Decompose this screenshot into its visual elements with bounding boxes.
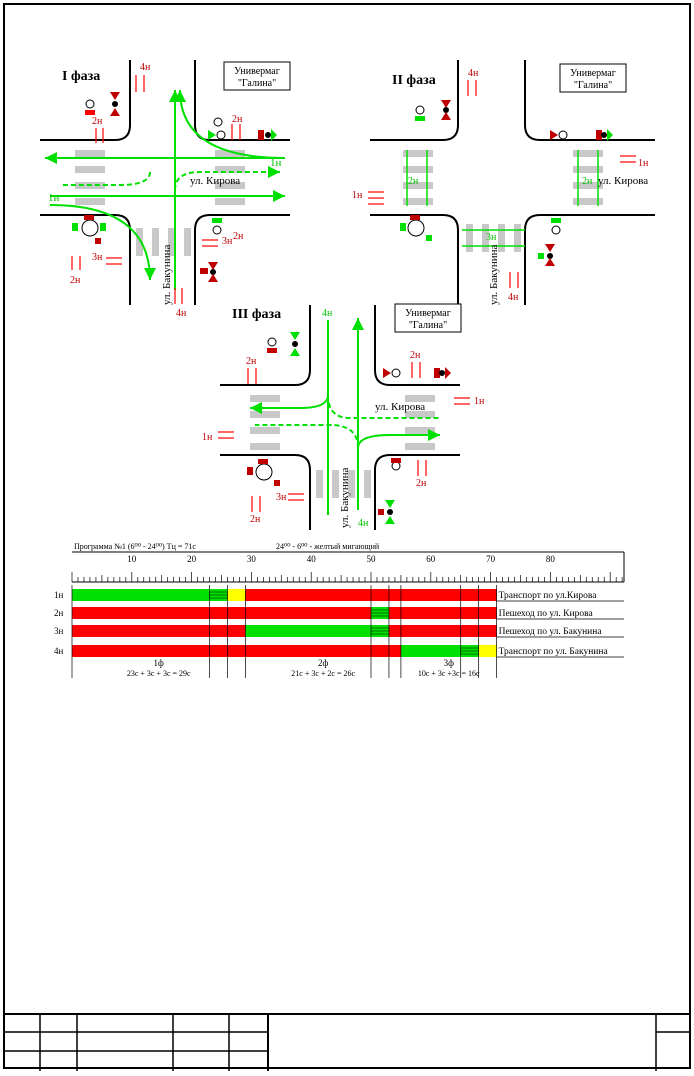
svg-text:1н: 1н [638, 158, 649, 169]
time-scale-ticks: 10 20 30 40 50 60 70 80 [71, 554, 623, 582]
svg-text:3н: 3н [222, 236, 233, 247]
svg-text:3н: 3н [276, 492, 287, 503]
svg-text:3н: 3н [92, 252, 103, 263]
signal-segment-green [245, 625, 389, 637]
scale-tick-label: 80 [546, 554, 556, 564]
row-description: Пешеход по ул. Кирова [499, 609, 594, 619]
signal-segment-red [72, 625, 246, 637]
scale-tick-label: 70 [486, 554, 496, 564]
svg-text:Универмаг: Универмаг [405, 308, 451, 319]
svg-text:2н: 2н [250, 514, 261, 525]
svg-text:2н: 2н [582, 176, 593, 187]
svg-text:4н: 4н [358, 518, 369, 529]
svg-text:4н: 4н [468, 68, 479, 79]
scale-tick-label: 30 [247, 554, 257, 564]
phase-2-diagram: II фаза 2н 2н 3н ул. Кирова ул. Бакунина… [352, 60, 655, 305]
signal-segment-red [388, 607, 497, 619]
svg-text:ул. Бакунина: ул. Бакунина [339, 467, 351, 528]
svg-text:ул. Кирова: ул. Кирова [598, 175, 648, 187]
title-block [3, 1013, 691, 1071]
title-block-grid [3, 1015, 691, 1071]
svg-text:ул. Кирова: ул. Кирова [190, 175, 240, 187]
scale-tick-label: 50 [367, 554, 377, 564]
svg-text:4н: 4н [176, 308, 187, 319]
page-frame [3, 3, 691, 1069]
phase-2-title: II фаза [392, 73, 436, 88]
phase-duration-formula: 21с + 3с + 2с = 26с [291, 669, 355, 678]
svg-text:4н: 4н [508, 292, 519, 303]
svg-text:1н: 1н [474, 396, 485, 407]
svg-text:2н: 2н [92, 116, 103, 127]
svg-text:2н: 2н [232, 114, 243, 125]
svg-text:Универмаг: Универмаг [570, 68, 616, 79]
svg-text:2н: 2н [416, 478, 427, 489]
phase-1-diagram: I фаза 1н 1н ул. Кирова ул. Бакунина Уни… [40, 60, 291, 319]
phase-name: 2ф [318, 658, 329, 668]
scale-tick-label: 10 [127, 554, 137, 564]
svg-text:2н: 2н [408, 176, 419, 187]
phase-duration-formula: 10с + 3с +3с = 16с [418, 669, 480, 678]
svg-text:4н: 4н [322, 308, 333, 319]
svg-text:ул. Бакунина: ул. Бакунина [488, 244, 500, 305]
phase-name: 3ф [444, 658, 455, 668]
row-description: Транспорт по ул.Кирова [499, 591, 598, 601]
scale-tick-label: 40 [307, 554, 317, 564]
signal-segment-red [388, 625, 497, 637]
svg-text:Универмаг: Универмаг [234, 66, 280, 77]
row-description: Пешеход по ул. Бакунина [499, 627, 603, 637]
phase-name: 1ф [154, 658, 165, 668]
phase-3-diagram: III фаза 4н 4н ул. Кирова ул. Бакунина У… [202, 303, 485, 530]
phase-3-title: III фаза [232, 307, 281, 322]
svg-text:4н: 4н [140, 62, 151, 73]
svg-text:"Галина": "Галина" [238, 78, 276, 89]
svg-text:2н: 2н [410, 350, 421, 361]
signal-timing-diagram: Программа №1 (6⁰⁰ - 24⁰⁰) Тц = 71с 24⁰⁰ … [54, 542, 625, 678]
svg-text:ул. Бакунина: ул. Бакунина [161, 244, 173, 305]
row-id-label: 3н [54, 626, 64, 636]
signal-segment-yellow [227, 589, 246, 601]
row-id-label: 2н [54, 608, 64, 618]
svg-text:ул. Кирова: ул. Кирова [375, 401, 425, 413]
scale-tick-label: 20 [187, 554, 197, 564]
svg-text:1н: 1н [48, 192, 60, 204]
svg-text:3н: 3н [486, 232, 497, 243]
signal-segment-green [400, 645, 479, 657]
signal-segment-yellow [478, 645, 497, 657]
svg-text:2н: 2н [246, 356, 257, 367]
scale-tick-label: 60 [426, 554, 436, 564]
svg-text:"Галина": "Галина" [409, 320, 447, 331]
svg-text:2н: 2н [70, 275, 81, 286]
svg-text:1н: 1н [352, 190, 363, 201]
row-id-label: 4н [54, 646, 64, 656]
phase-duration-formula: 23с + 3с + 3с = 29с [127, 669, 191, 678]
signal-segment-red [72, 645, 401, 657]
svg-text:1н: 1н [270, 157, 282, 169]
row-id-label: 1н [54, 590, 64, 600]
svg-text:"Галина": "Галина" [574, 80, 612, 91]
signal-segment-green [72, 589, 228, 601]
row-description: Транспорт по ул. Бакунина [499, 647, 609, 657]
svg-text:1н: 1н [202, 432, 213, 443]
night-mode-label: 24⁰⁰ - 6⁰⁰ - желтый мигающий [276, 542, 380, 551]
signal-segment-red [72, 607, 371, 619]
svg-text:2н: 2н [233, 231, 244, 242]
phase-1-title: I фаза [62, 69, 100, 84]
program-label: Программа №1 (6⁰⁰ - 24⁰⁰) Тц = 71с [74, 542, 196, 551]
